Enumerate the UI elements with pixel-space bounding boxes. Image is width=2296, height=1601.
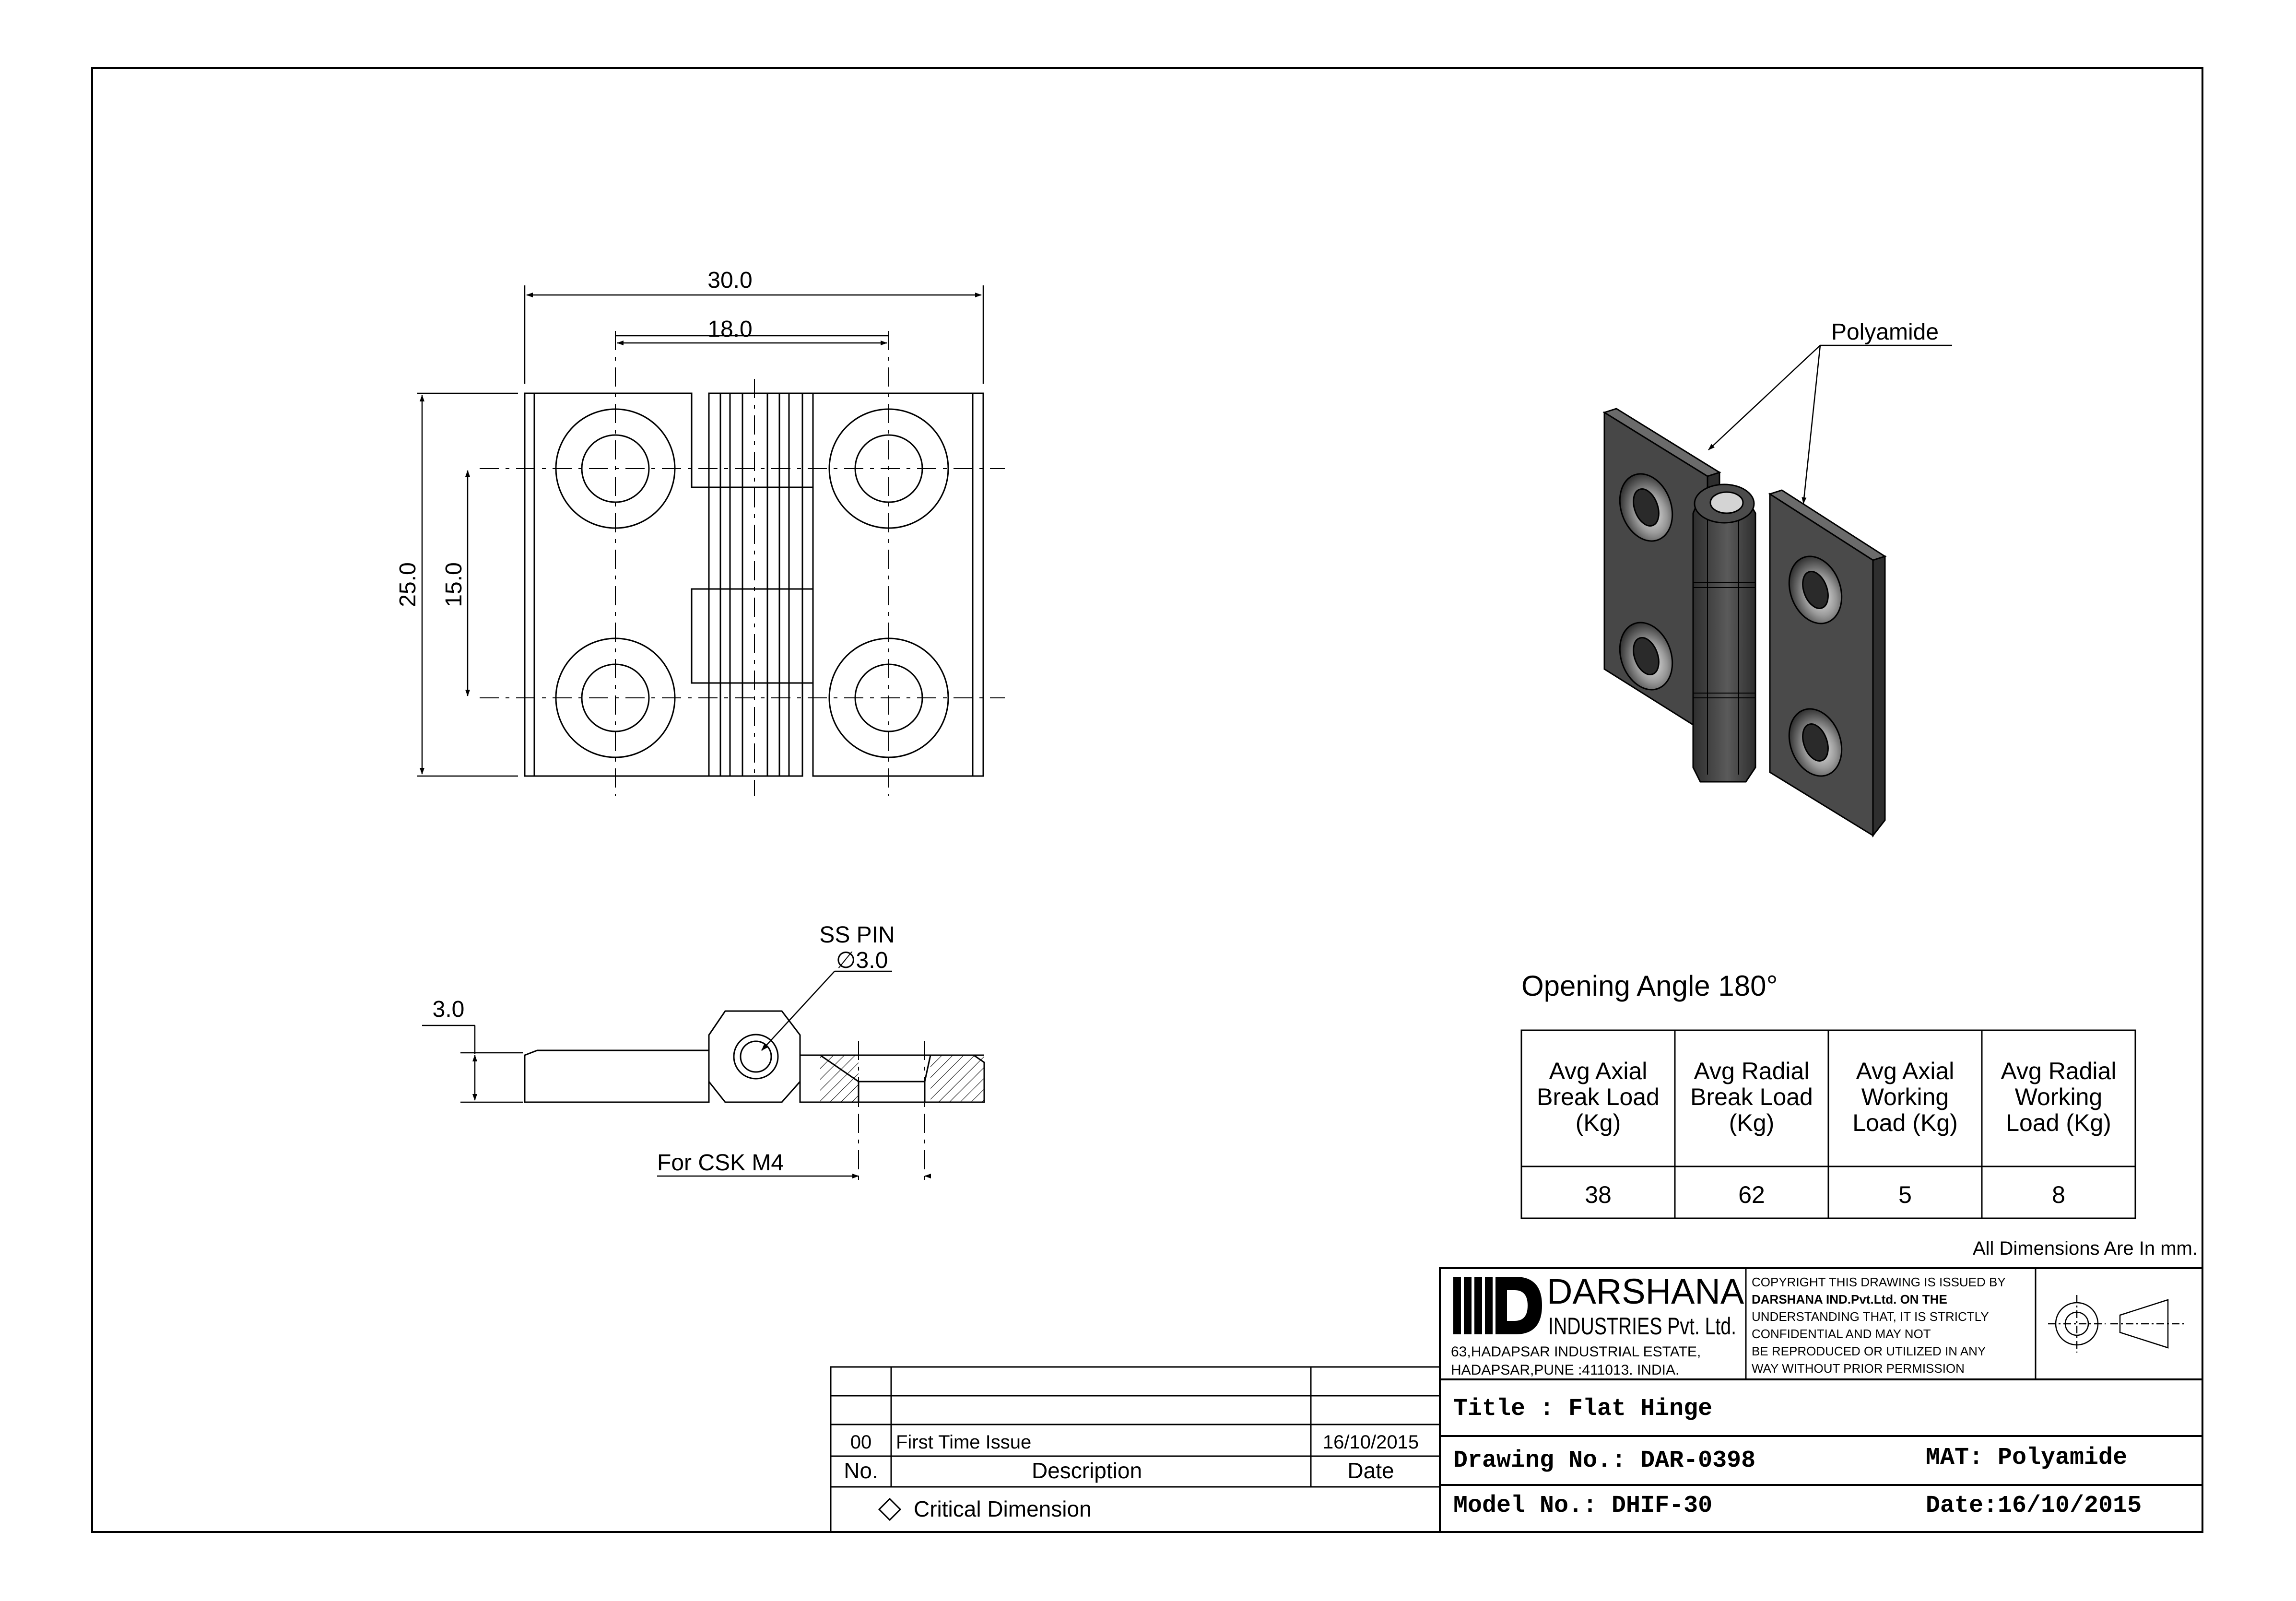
revision-table xyxy=(830,1366,1441,1533)
isometric-view xyxy=(1602,344,1952,838)
load-value-axial-working: 5 xyxy=(1898,1181,1912,1208)
issue-date: Date:16/10/2015 xyxy=(1926,1492,2142,1519)
load-value-radial-break: 62 xyxy=(1738,1181,1765,1208)
projection-symbol-icon xyxy=(2048,1295,2187,1353)
csk-label: For CSK M4 xyxy=(657,1150,784,1176)
revision-no: 00 xyxy=(850,1432,872,1453)
load-header-line: Break Load xyxy=(1690,1083,1813,1110)
company-address-2: HADAPSAR,PUNE :411013. INDIA. xyxy=(1451,1362,1679,1378)
revision-header-date: Date xyxy=(1347,1458,1394,1483)
load-header-line: Working xyxy=(1861,1083,1949,1110)
load-header-line: Load (Kg) xyxy=(1852,1109,1958,1136)
side-view-centerlines xyxy=(858,1041,925,1180)
load-value-axial-break: 38 xyxy=(1585,1181,1612,1208)
dim-thickness: 3.0 xyxy=(433,997,465,1022)
copyright-line: BE REPRODUCED OR UTILIZED IN ANY xyxy=(1752,1344,1986,1358)
dimension-note: All Dimensions Are In mm. xyxy=(1973,1238,2198,1259)
critical-dimension-note: Critical Dimension xyxy=(914,1496,1092,1521)
copyright-line: UNDERSTANDING THAT, IT IS STRICTLY xyxy=(1752,1309,1989,1324)
company-address-1: 63,HADAPSAR INDUSTRIAL ESTATE, xyxy=(1451,1344,1701,1360)
dim-hole-spacing-x: 18.0 xyxy=(707,317,752,342)
copyright-line: DARSHANA IND.Pvt.Ltd. ON THE xyxy=(1752,1292,1947,1307)
revision-description: First Time Issue xyxy=(896,1432,1031,1453)
copyright-notice: COPYRIGHT THIS DRAWING IS ISSUED BY DARS… xyxy=(1752,1275,2006,1376)
load-header-line: (Kg) xyxy=(1729,1109,1774,1136)
diamond-icon xyxy=(878,1497,902,1521)
copyright-line: WAY WITHOUT PRIOR PERMISSION xyxy=(1752,1361,1965,1376)
title-block-frame xyxy=(1439,1267,2203,1533)
front-view-dimensions xyxy=(417,285,984,777)
company-name: DARSHANA xyxy=(1547,1271,1744,1311)
drawing-number: Drawing No.: DAR-0398 xyxy=(1453,1447,1755,1474)
load-table xyxy=(1520,1029,2136,1219)
front-view-centerlines xyxy=(480,331,1005,796)
load-header-line: Break Load xyxy=(1537,1083,1660,1110)
copyright-line: COPYRIGHT THIS DRAWING IS ISSUED BY xyxy=(1752,1275,2006,1289)
load-table-header-1: Avg Radial Break Load (Kg) xyxy=(1690,1058,1813,1136)
load-header-line: Avg Axial xyxy=(1856,1058,1955,1084)
revision-header-description: Description xyxy=(1032,1458,1142,1483)
company-subtitle: INDUSTRIES Pvt. Ltd. xyxy=(1548,1313,1736,1340)
pin-diameter: ∅3.0 xyxy=(836,948,888,973)
dim-hole-spacing-y: 15.0 xyxy=(441,562,467,607)
model-number: Model No.: DHIF-30 xyxy=(1453,1492,1712,1519)
opening-angle: Opening Angle 180° xyxy=(1521,970,1778,1002)
load-table-header-3: Avg Radial Working Load (Kg) xyxy=(2001,1058,2117,1136)
company-logo xyxy=(1453,1277,1542,1334)
revision-header-no: No. xyxy=(844,1458,878,1483)
pin-label: SS PIN xyxy=(819,922,895,948)
load-header-line: Load (Kg) xyxy=(2006,1109,2111,1136)
load-header-line: Working xyxy=(2015,1083,2102,1110)
side-view-dimensions xyxy=(422,970,931,1178)
dim-overall-width: 30.0 xyxy=(707,268,752,293)
drawing-title: Title : Flat Hinge xyxy=(1453,1395,1712,1423)
load-header-line: Avg Radial xyxy=(2001,1058,2117,1084)
dim-overall-height: 25.0 xyxy=(395,562,421,607)
load-header-line: Avg Axial xyxy=(1549,1058,1648,1084)
load-header-line: Avg Radial xyxy=(1694,1058,1810,1084)
material: MAT: Polyamide xyxy=(1926,1444,2127,1472)
load-table-header-0: Avg Axial Break Load (Kg) xyxy=(1537,1058,1660,1136)
load-value-radial-working: 8 xyxy=(2052,1181,2065,1208)
copyright-line: CONFIDENTIAL AND MAY NOT xyxy=(1752,1327,1931,1341)
material-callout: Polyamide xyxy=(1831,319,1939,345)
load-header-line: (Kg) xyxy=(1576,1109,1621,1136)
load-table-header-2: Avg Axial Working Load (Kg) xyxy=(1852,1058,1958,1136)
side-view xyxy=(524,1010,985,1103)
revision-date: 16/10/2015 xyxy=(1323,1432,1419,1453)
